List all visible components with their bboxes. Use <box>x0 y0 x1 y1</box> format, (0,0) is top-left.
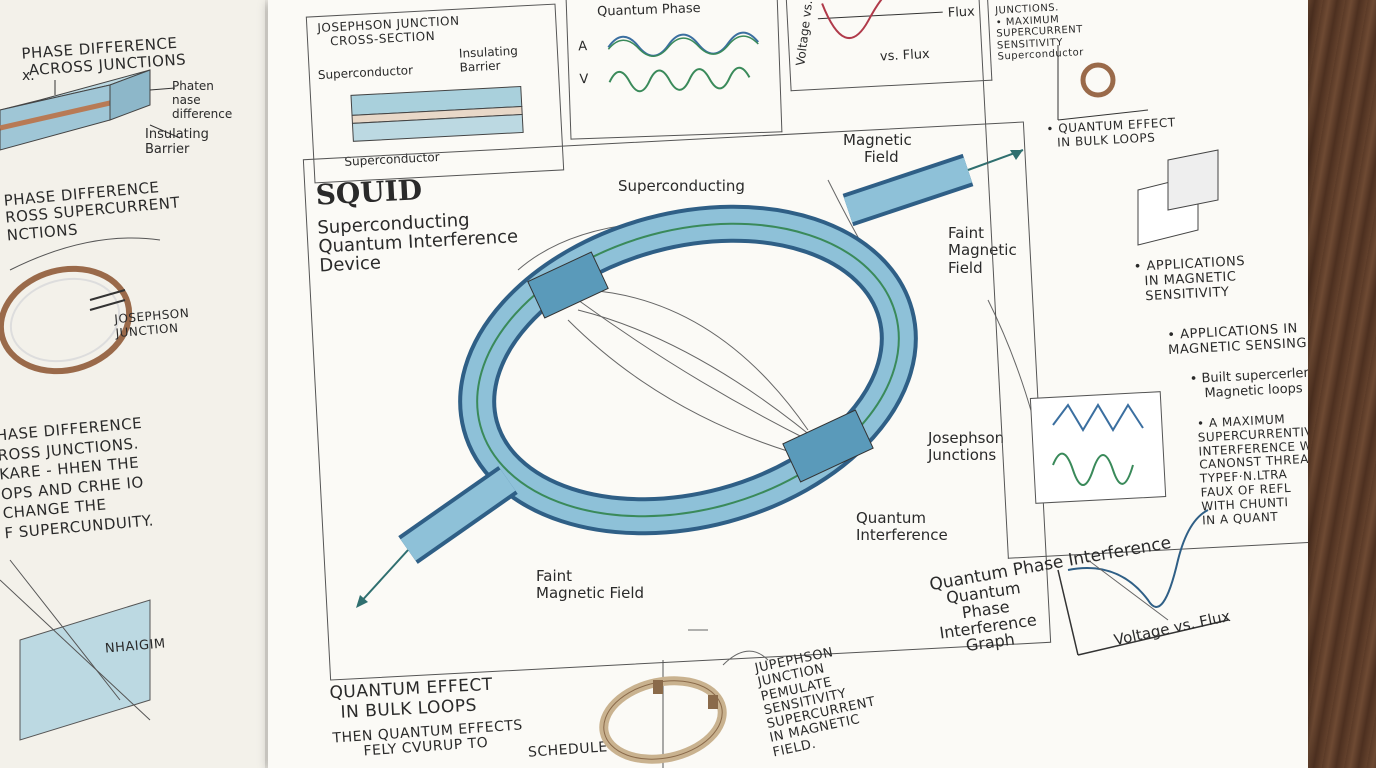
left-page-drawings <box>0 69 181 741</box>
flux-graph-panel: Voltage vs. Flux vs. Flux <box>785 0 993 92</box>
phase-waves <box>607 31 760 93</box>
bottom-graph-plot <box>1057 509 1229 656</box>
cross-section-drawing <box>350 85 524 142</box>
label-superconducting: Superconducting <box>618 177 745 195</box>
flux-graph-curve <box>817 0 943 40</box>
bottom-ring-drawing <box>599 629 769 768</box>
squid-illustration <box>356 149 1049 608</box>
right-column-drawings <box>1029 45 1219 504</box>
phase-graph-panel: Quantum Phase A V <box>565 0 783 140</box>
label-x: x. <box>22 68 35 84</box>
